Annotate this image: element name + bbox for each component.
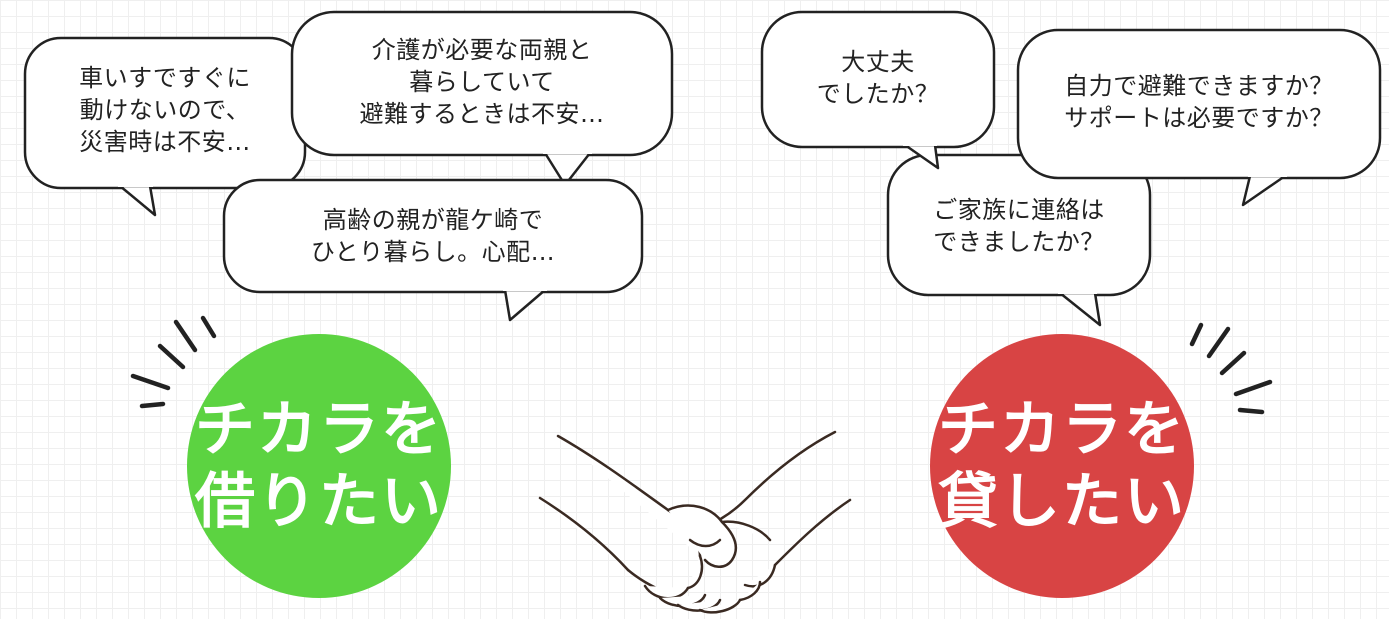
bubble-line: 車いすですぐに (79, 64, 251, 92)
bubble-line: 高齢の親が龍ケ崎で (322, 206, 544, 234)
circle-label-line: チカラを (195, 395, 443, 465)
bubble-line: 避難するときは不安… (359, 100, 605, 128)
bubble-line: できましたか？ (933, 228, 1105, 256)
circle-label-line: 貸したい (938, 467, 1186, 537)
emphasis-lines-icon (130, 315, 217, 409)
bubble-line: 自力で避難できますか？ (1064, 72, 1334, 100)
speech-bubble-text-3: 高齢の親が龍ケ崎で ひとり暮らし。心配… (224, 204, 642, 268)
bubble-line: ご家族に連絡は (933, 196, 1105, 224)
circle-label-line: チカラを (938, 395, 1186, 465)
speech-bubble-6 (1016, 28, 1382, 207)
handshake-icon (538, 430, 852, 614)
bubble-line: サポートは必要ですか？ (1064, 104, 1334, 132)
speech-bubble-4 (760, 10, 996, 170)
bubble-line: 災害時は不安… (79, 128, 251, 156)
speech-bubble-text-1: 車いすですぐに 動けないので、 災害時は不安… (25, 62, 305, 158)
speech-bubble-text-5: ご家族に連絡は できましたか？ (888, 194, 1150, 258)
borrow-strength-circle: チカラを 借りたい (187, 334, 451, 598)
circle-label-line: 借りたい (195, 467, 443, 537)
bubble-line: 大丈夫 (841, 48, 915, 76)
lend-strength-circle: チカラを 貸したい (930, 334, 1194, 598)
speech-bubble-text-6: 自力で避難できますか？ サポートは必要ですか？ (1018, 70, 1380, 134)
speech-bubble-2 (290, 10, 674, 187)
emphasis-lines-icon (1189, 322, 1273, 415)
bubble-line: 介護が必要な両親と (371, 36, 593, 64)
speech-bubble-3 (222, 178, 644, 322)
bubble-line: 動けないので、 (79, 96, 251, 124)
bubble-line: でしたか？ (816, 80, 940, 108)
speech-bubble-text-4: 大丈夫 でしたか？ (762, 46, 994, 110)
speech-bubble-text-2: 介護が必要な両親と 暮らしていて 避難するときは不安… (292, 34, 672, 130)
bubble-line: 暮らしていて (409, 68, 555, 96)
bubble-line: ひとり暮らし。心配… (310, 238, 556, 266)
speech-bubble-5 (886, 153, 1152, 327)
